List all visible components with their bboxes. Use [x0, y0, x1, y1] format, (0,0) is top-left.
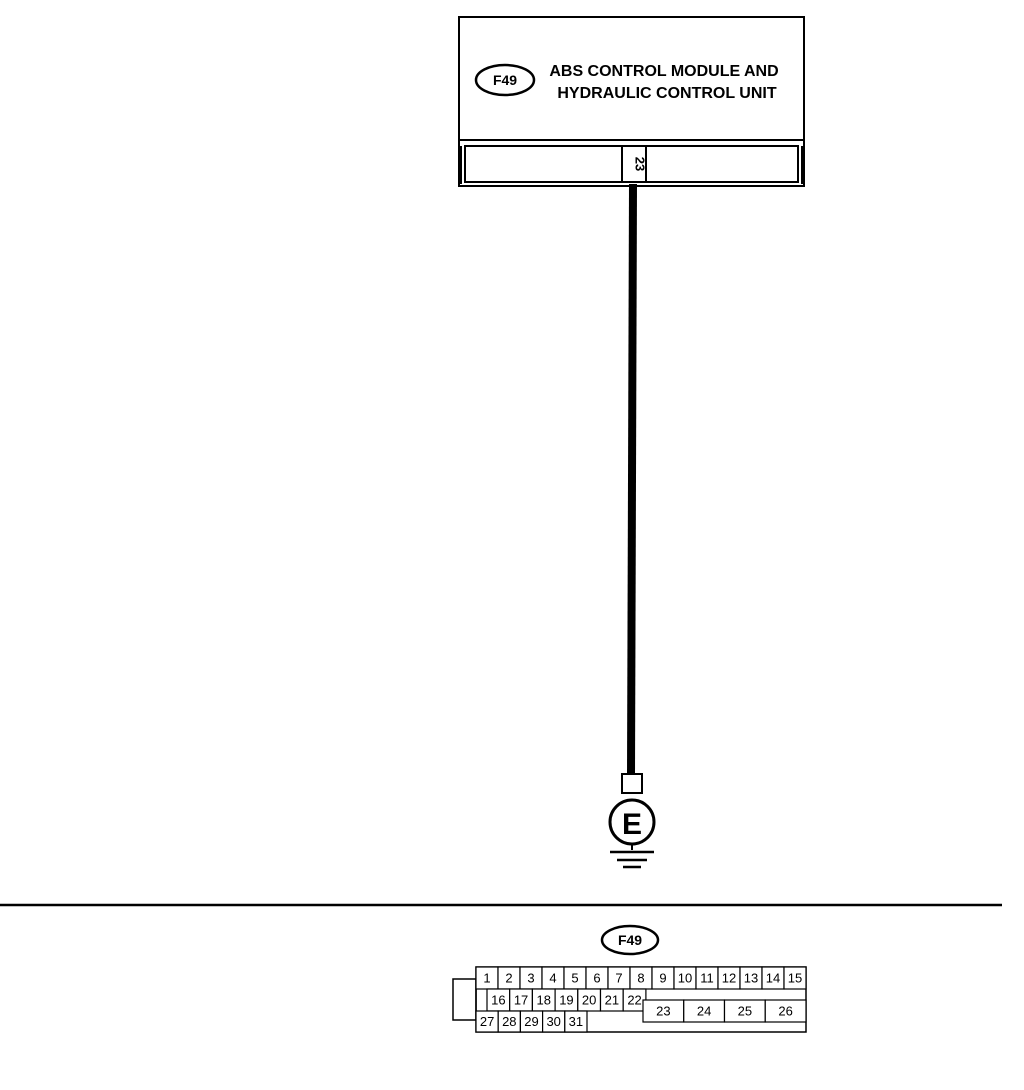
- pin-17: 17: [509, 988, 534, 1012]
- pin-10: 10: [673, 966, 697, 990]
- pin-27: 27: [475, 1010, 499, 1033]
- pin-19: 19: [554, 988, 579, 1012]
- ground-label: E: [622, 808, 642, 841]
- pin-label: 1: [483, 971, 490, 986]
- pin-18: 18: [531, 988, 556, 1012]
- pin-label: 19: [559, 993, 573, 1008]
- terminal-23-label: 23: [633, 157, 648, 171]
- pin-label: 4: [549, 971, 556, 986]
- pin-label: 21: [605, 993, 619, 1008]
- pin-label: 12: [722, 971, 736, 986]
- pin-30: 30: [541, 1010, 566, 1033]
- pin-1: 1: [475, 966, 499, 990]
- ground-symbol: E: [608, 773, 656, 869]
- pin-14: 14: [761, 966, 785, 990]
- pin-28: 28: [497, 1010, 522, 1033]
- pin-label: 8: [637, 971, 644, 986]
- pin-label: 25: [738, 1004, 752, 1019]
- pin-label: 11: [700, 971, 714, 986]
- pin-label: 26: [778, 1004, 792, 1019]
- pin-label: 15: [788, 971, 802, 986]
- pin-label: 9: [659, 971, 666, 986]
- pin-16: 16: [486, 988, 511, 1012]
- connector-latch: [452, 978, 477, 1021]
- connector-id-badge: [474, 63, 536, 97]
- pin-24: 24: [683, 999, 726, 1023]
- pin-row-3: 27 28 29 30 31: [475, 1010, 588, 1033]
- pin-3: 3: [519, 966, 543, 990]
- pin-15: 15: [783, 966, 807, 990]
- pin-21: 21: [599, 988, 624, 1012]
- pin-13: 13: [739, 966, 763, 990]
- pin-7: 7: [607, 966, 631, 990]
- connector-view-id-badge: [600, 924, 660, 956]
- pin-6: 6: [585, 966, 609, 990]
- pin-label: 7: [615, 971, 622, 986]
- pin-label: 10: [678, 971, 692, 986]
- pin-5: 5: [563, 966, 587, 990]
- pin-11: 11: [695, 966, 719, 990]
- pin-label: 14: [766, 971, 780, 986]
- pin-label: 28: [502, 1014, 516, 1029]
- pin-label: 20: [582, 993, 596, 1008]
- pin-label: 2: [505, 971, 512, 986]
- pin-label: 23: [656, 1004, 670, 1019]
- abs-control-module: 23 F49 ABS CONTROL MODULE AND HYDRAULIC …: [458, 16, 805, 187]
- pin-label: 6: [593, 971, 600, 986]
- pin-label: 5: [571, 971, 578, 986]
- pin-31: 31: [564, 1010, 588, 1033]
- pin-label: 3: [527, 971, 534, 986]
- pin-22: 22: [622, 988, 647, 1012]
- pin-9: 9: [651, 966, 675, 990]
- terminal-23-cell: [621, 145, 647, 183]
- pin-29: 29: [519, 1010, 544, 1033]
- ground-terminal: [621, 773, 643, 794]
- pin-4: 4: [541, 966, 565, 990]
- pin-12: 12: [717, 966, 741, 990]
- pin-label: 22: [627, 993, 641, 1008]
- pin-label: 27: [480, 1014, 494, 1029]
- module-title-line1: ABS CONTROL MODULE AND: [549, 63, 778, 80]
- pin-25: 25: [723, 999, 766, 1023]
- pin-label: 13: [744, 971, 758, 986]
- pin-26: 26: [764, 999, 807, 1023]
- pin-label: 30: [546, 1014, 560, 1029]
- pin-2: 2: [497, 966, 521, 990]
- connector-id-label: F49: [493, 72, 517, 88]
- pin-23: 23: [642, 999, 685, 1023]
- pin-label: 24: [697, 1004, 711, 1019]
- pin-label: 17: [514, 993, 528, 1008]
- pin-20: 20: [577, 988, 602, 1012]
- pin-label: 29: [524, 1014, 538, 1029]
- pin-label: 31: [569, 1014, 583, 1029]
- ground-wire: [627, 183, 637, 775]
- pin-label: 18: [537, 993, 551, 1008]
- pin-label: 16: [491, 993, 505, 1008]
- pin-8: 8: [629, 966, 653, 990]
- pin-row-2: 16 17 18 19 20 21 22: [486, 988, 647, 1012]
- module-title-line2: HYDRAULIC CONTROL UNIT: [557, 85, 776, 102]
- connector-view-id-label: F49: [618, 932, 642, 948]
- pin-row-large: 23 24 25 26: [642, 999, 807, 1023]
